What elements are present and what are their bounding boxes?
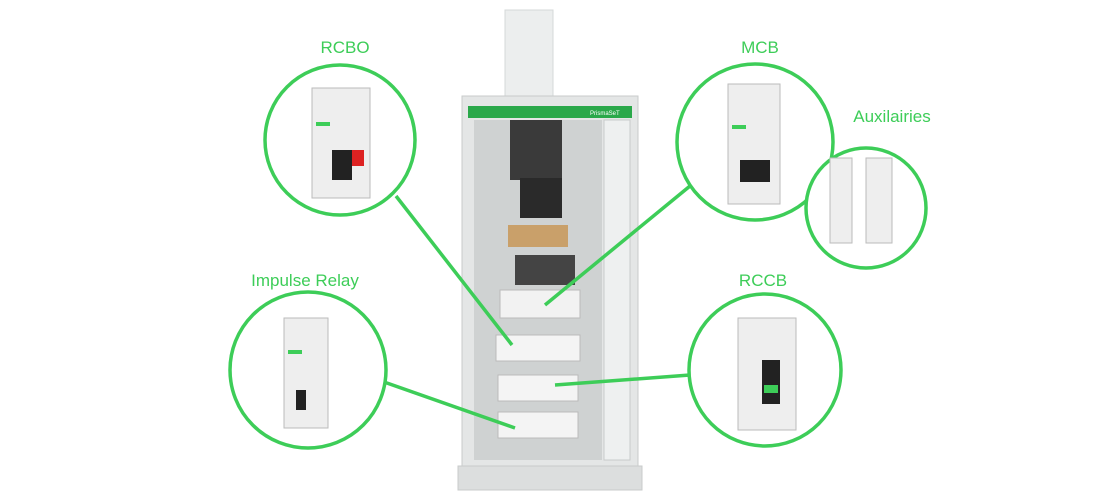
rcbo-device-image [311, 87, 371, 199]
label-rcbo: RCBO [320, 38, 370, 57]
label-auxiliaries: Auxilairies [853, 107, 931, 126]
mcb-device-image [727, 83, 781, 205]
cabinet-brand-label: PrismaSeT [590, 111, 620, 117]
label-rccb: RCCB [738, 271, 788, 290]
auxiliaries-device-image [829, 157, 893, 244]
cable-duct [504, 9, 554, 99]
connector-impulse-relay [383, 380, 516, 430]
connector-rccb [554, 373, 691, 387]
rccb-device-image [737, 317, 797, 431]
impulse-relay-device-image [283, 317, 329, 429]
connector-rcbo [394, 194, 514, 347]
label-impulse-relay: Impulse Relay [251, 271, 359, 290]
switchboard-cabinet [457, 95, 643, 491]
label-mcb: MCB [741, 38, 779, 57]
connector-mcb [543, 184, 692, 307]
